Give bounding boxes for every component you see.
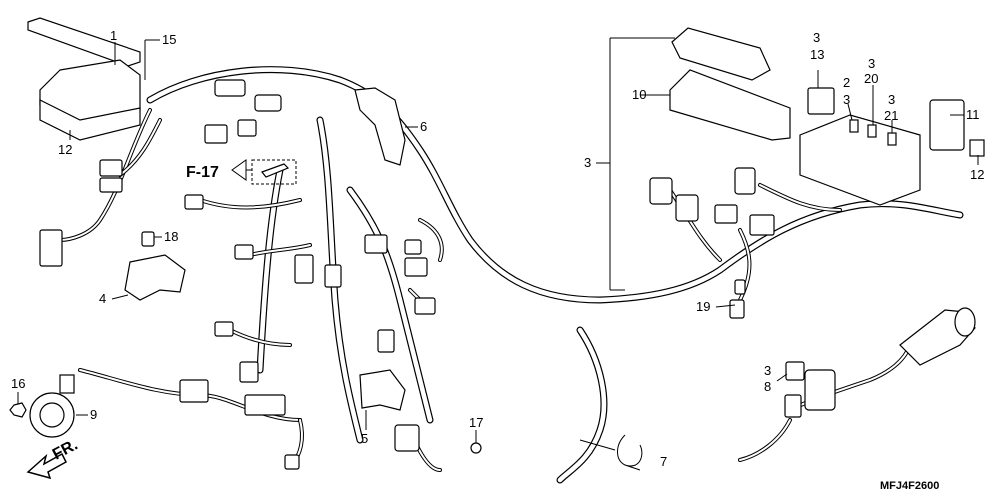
main-harness: [146, 66, 964, 484]
part-cover-plate: [27, 17, 141, 141]
callout-16: 16: [11, 376, 25, 391]
callout-18: 18: [164, 229, 178, 244]
callout-3-13: 3: [813, 30, 820, 45]
callout-12a: 12: [58, 142, 72, 157]
callout-4: 4: [99, 291, 106, 306]
part-bolt-17: [470, 442, 482, 454]
callout-2: 2: [843, 75, 850, 90]
part-fuse-block: [799, 114, 921, 206]
part-horn: [29, 374, 75, 438]
part-bracket-4: [124, 254, 186, 301]
callout-1: 1: [110, 28, 117, 43]
part-relay-8: [785, 361, 805, 381]
callout-10: 10: [632, 87, 646, 102]
callout-13: 13: [810, 47, 824, 62]
reference-label: F-17: [186, 164, 219, 181]
part-fuses: [849, 119, 985, 157]
callout-15: 15: [162, 32, 176, 47]
callout-3-main: 3: [584, 155, 591, 170]
part-nut-16: [9, 402, 27, 418]
callout-3-2: 3: [843, 92, 850, 107]
part-bracket-6: [354, 87, 406, 166]
callout-12b: 12: [970, 167, 984, 182]
part-bracket-5: [359, 369, 406, 411]
callout-11: 11: [966, 107, 980, 122]
part-bolt-18: [141, 231, 155, 247]
figure-code: MFJ4F2600: [880, 480, 939, 492]
connectors: [39, 79, 836, 470]
callout-3-20: 3: [868, 56, 875, 71]
part-sub-harness: [899, 307, 976, 366]
callout-9: 9: [90, 407, 97, 422]
callout-7: 7: [660, 454, 667, 469]
part-bolt-19: [734, 279, 746, 295]
leader-lines: [17, 37, 979, 451]
callout-8: 8: [764, 379, 771, 394]
part-fuse-box-cover: [669, 27, 791, 141]
front-direction-arrow: [26, 452, 67, 480]
callout-19: 19: [696, 299, 710, 314]
part-clamp: [617, 434, 643, 471]
part-relay-13: [807, 87, 835, 115]
callout-20: 20: [864, 71, 878, 86]
part-relay-11: [929, 99, 965, 151]
callout-17: 17: [469, 415, 483, 430]
callout-3-21: 3: [888, 92, 895, 107]
callout-3-8: 3: [764, 363, 771, 378]
callout-21: 21: [884, 108, 898, 123]
callout-6: 6: [420, 119, 427, 134]
callout-5: 5: [361, 431, 368, 446]
reference-box-f17: [231, 159, 297, 185]
